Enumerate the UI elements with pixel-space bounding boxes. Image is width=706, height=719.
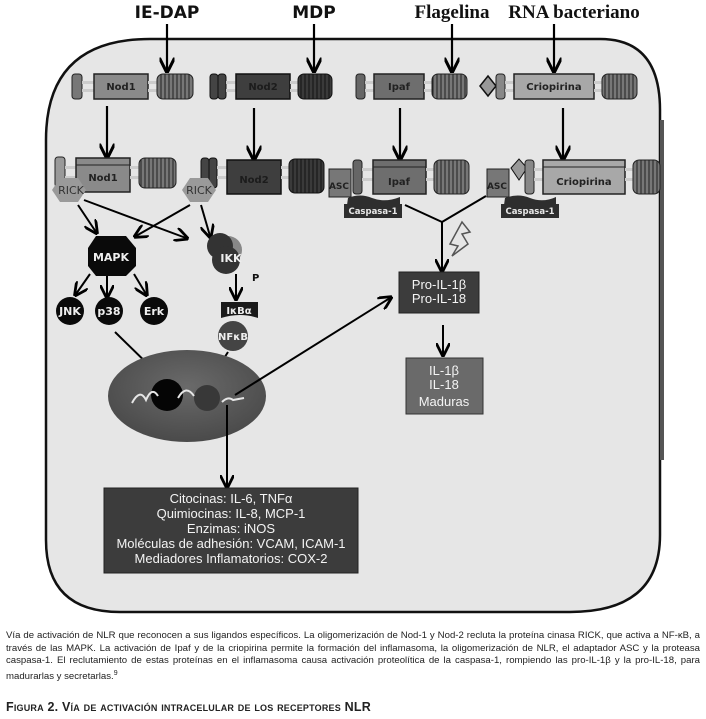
lrr-domain xyxy=(601,73,638,100)
nod2-inactive: Nod2 xyxy=(209,73,333,100)
nlr-pathway-diagram: IE-DAP MDP Flagelina RNA bacteriano Nod1… xyxy=(44,2,664,614)
svg-text:IκBα: IκBα xyxy=(226,306,251,317)
svg-text:IL-1β: IL-1β xyxy=(429,363,459,378)
svg-text:Pro-IL-1β: Pro-IL-1β xyxy=(412,277,466,292)
svg-text:Criopirina: Criopirina xyxy=(556,177,611,188)
ikk-complex: IKK xyxy=(207,233,242,274)
mature-il-box: IL-1β IL-18 Maduras xyxy=(405,357,484,415)
svg-text:Pro-IL-18: Pro-IL-18 xyxy=(412,291,466,306)
criopirina-inactive: Criopirina xyxy=(479,73,638,100)
p38-node: p38 xyxy=(95,297,123,325)
erk-node: Erk xyxy=(140,297,168,325)
svg-text:NFκB: NFκB xyxy=(218,332,248,343)
svg-text:Nod1: Nod1 xyxy=(106,82,135,93)
svg-text:ASC: ASC xyxy=(487,182,507,192)
svg-text:RICK: RICK xyxy=(186,184,213,197)
nfkb-node: NFκB xyxy=(218,321,248,351)
svg-text:Caspasa-1: Caspasa-1 xyxy=(505,207,554,217)
svg-text:MAPK: MAPK xyxy=(93,251,130,264)
svg-text:Enzimas: iNOS: Enzimas: iNOS xyxy=(187,521,275,536)
rick-left: RICK xyxy=(52,178,86,202)
ligand-mdp: MDP xyxy=(292,3,336,23)
ipaf-inactive: Ipaf xyxy=(355,73,468,100)
nod1-active: Nod1 xyxy=(54,156,177,193)
nod1-inactive: Nod1 xyxy=(71,73,194,100)
figure-caption: Vía de activación de NLR que reconocen a… xyxy=(6,630,700,683)
svg-text:RICK: RICK xyxy=(58,184,85,197)
jnk-node: JNK xyxy=(56,297,84,325)
svg-text:Nod2: Nod2 xyxy=(239,175,268,186)
svg-text:IL-18: IL-18 xyxy=(429,377,459,392)
svg-text:Citocinas: IL-6, TNFα: Citocinas: IL-6, TNFα xyxy=(170,491,293,506)
ligand-flagelina: Flagelina xyxy=(415,2,490,23)
lrr-domain xyxy=(433,159,470,195)
svg-text:p38: p38 xyxy=(97,305,120,318)
svg-text:Ipaf: Ipaf xyxy=(388,177,411,188)
svg-text:IKK: IKK xyxy=(220,252,242,265)
ligand-rna-bacteriano: RNA bacteriano xyxy=(508,2,639,23)
pro-il-box: Pro-IL-1β Pro-IL-18 xyxy=(398,271,480,314)
svg-text:ASC: ASC xyxy=(329,182,349,192)
mapk-node: MAPK xyxy=(88,236,136,276)
svg-text:Ipaf: Ipaf xyxy=(388,82,411,93)
svg-text:Nod2: Nod2 xyxy=(248,82,277,93)
figure-title: Figura 2. Vía de activación intracelular… xyxy=(6,700,371,714)
svg-text:Nod1: Nod1 xyxy=(88,173,117,184)
lrr-domain xyxy=(138,157,177,189)
rick-right: RICK xyxy=(182,178,216,202)
ipaf-active: ASC Ipaf Caspasa-1 xyxy=(328,159,470,218)
gene-products-box: Citocinas: IL-6, TNFα Quimiocinas: IL-8,… xyxy=(103,487,359,574)
ikba-node: IκBα xyxy=(221,302,258,318)
ligand-ie-dap: IE-DAP xyxy=(135,3,200,23)
criopirina-active: ASC Criopirina Caspasa-1 xyxy=(486,158,661,218)
lrr-domain xyxy=(632,159,661,195)
lrr-domain xyxy=(288,158,325,194)
caption-reference: 9 xyxy=(113,669,118,677)
phospho-label: P xyxy=(252,273,259,284)
svg-text:Quimiocinas: IL-8, MCP-1: Quimiocinas: IL-8, MCP-1 xyxy=(157,506,306,521)
svg-text:Maduras: Maduras xyxy=(419,394,470,409)
svg-text:Caspasa-1: Caspasa-1 xyxy=(348,207,397,217)
svg-text:JNK: JNK xyxy=(58,305,81,318)
svg-text:Mediadores Inflamatorios: COX-: Mediadores Inflamatorios: COX-2 xyxy=(135,551,328,566)
svg-text:Criopirina: Criopirina xyxy=(526,82,581,93)
lrr-domain xyxy=(156,73,194,100)
svg-text:Erk: Erk xyxy=(144,305,165,318)
nod2-active: Nod2 xyxy=(200,157,325,195)
caption-text: Vía de activación de NLR que reconocen a… xyxy=(6,630,700,682)
lrr-domain xyxy=(297,73,333,100)
lrr-domain xyxy=(431,73,468,100)
svg-text:Moléculas de adhesión: VCAM, I: Moléculas de adhesión: VCAM, ICAM-1 xyxy=(116,536,345,551)
nucleus xyxy=(108,350,266,442)
lightning-icon xyxy=(448,220,472,257)
